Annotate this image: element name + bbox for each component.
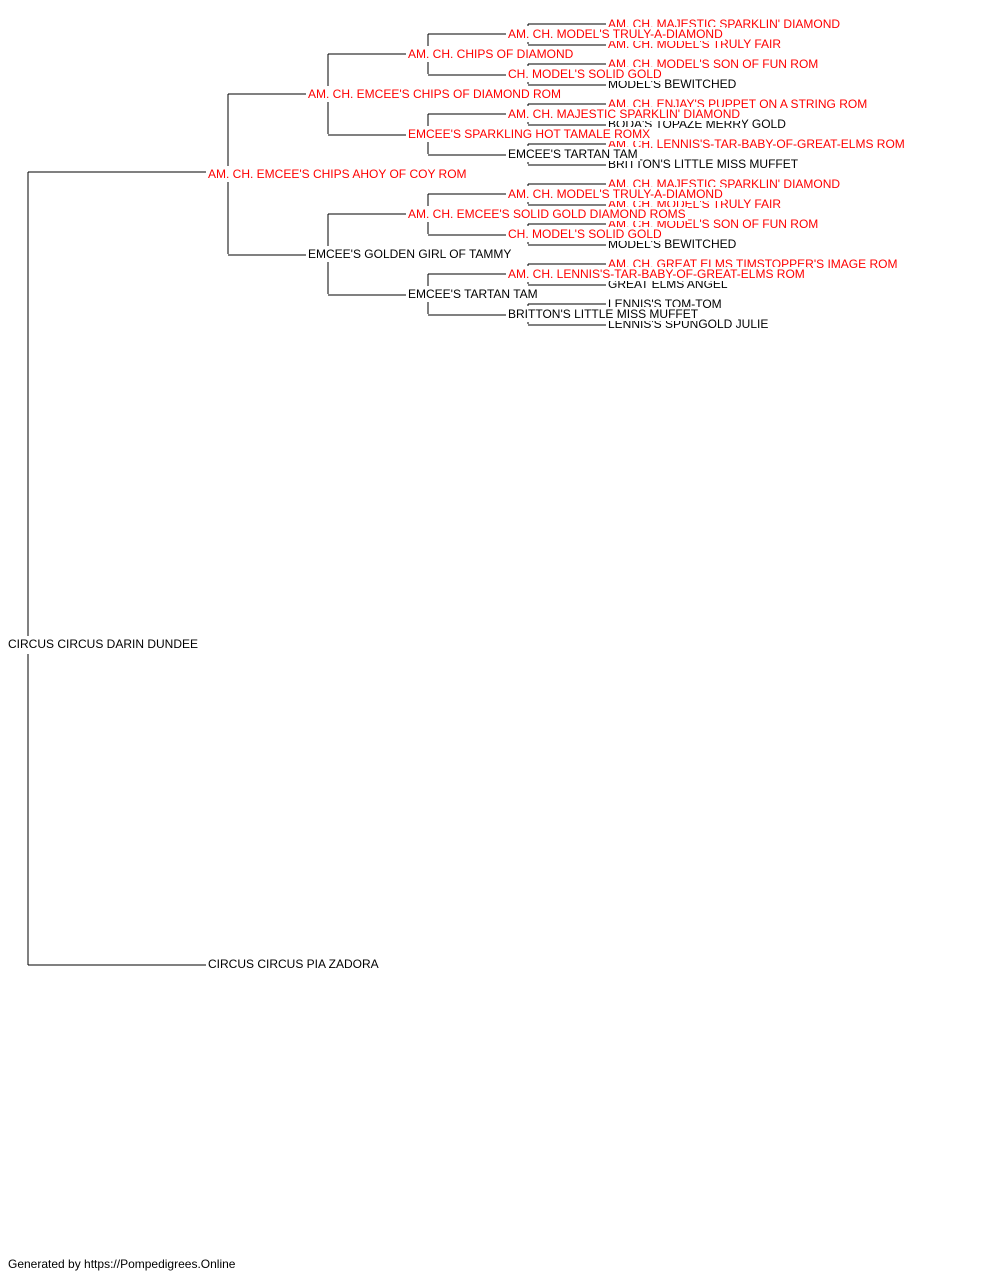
- dog-name-gen-4: CH. MODEL'S SOLID GOLD: [508, 227, 664, 241]
- dog-name-gen-1: CIRCUS CIRCUS PIA ZADORA: [208, 957, 381, 971]
- dog-name-gen-4: CH. MODEL'S SOLID GOLD: [508, 67, 664, 81]
- dog-name-gen-4: AM. CH. MODEL'S TRULY-A-DIAMOND: [508, 187, 725, 201]
- dog-name-gen-0: CIRCUS CIRCUS DARIN DUNDEE: [8, 637, 201, 651]
- dog-name-gen-3: EMCEE'S SPARKLING HOT TAMALE ROMX: [408, 127, 653, 141]
- dog-name-gen-3: AM. CH. CHIPS OF DIAMOND: [408, 47, 576, 61]
- dog-name-gen-5: AM. CH. LENNIS'S-TAR-BABY-OF-GREAT-ELMS …: [608, 137, 907, 151]
- dog-name-gen-4: AM. CH. MAJESTIC SPARKLIN' DIAMOND: [508, 107, 743, 121]
- dog-name-gen-2: AM. CH. EMCEE'S CHIPS OF DIAMOND ROM: [308, 87, 563, 101]
- dog-name-gen-5: BRITTON'S LITTLE MISS MUFFET: [608, 157, 801, 171]
- dog-name-gen-4: AM. CH. LENNIS'S-TAR-BABY-OF-GREAT-ELMS …: [508, 267, 807, 281]
- dog-name-gen-4: AM. CH. MODEL'S TRULY-A-DIAMOND: [508, 27, 725, 41]
- footer-credit: Generated by https://Pompedigrees.Online: [8, 1257, 236, 1271]
- dog-name-gen-1: AM. CH. EMCEE'S CHIPS AHOY OF COY ROM: [208, 167, 469, 181]
- dog-name-gen-3: AM. CH. EMCEE'S SOLID GOLD DIAMOND ROMS: [408, 207, 688, 221]
- dog-name-gen-4: BRITTON'S LITTLE MISS MUFFET: [508, 307, 701, 321]
- dog-name-gen-3: EMCEE'S TARTAN TAM: [408, 287, 540, 301]
- dog-name-gen-4: EMCEE'S TARTAN TAM: [508, 147, 640, 161]
- dog-name-gen-2: EMCEE'S GOLDEN GIRL OF TAMMY: [308, 247, 514, 261]
